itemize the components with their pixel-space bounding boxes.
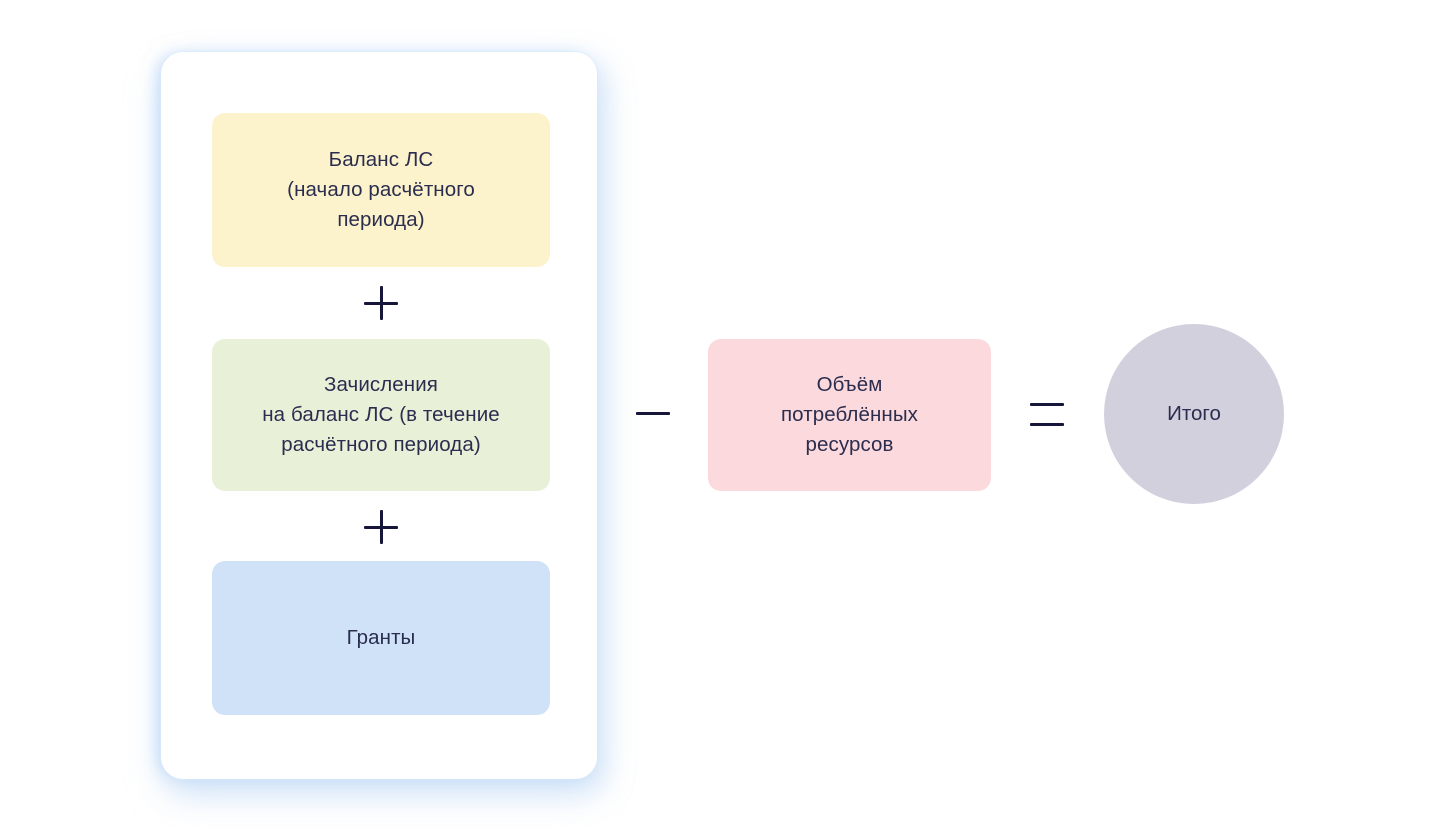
node-balance[interactable]: Баланс ЛС (начало расчётного периода) bbox=[212, 113, 550, 267]
node-consumed-resources[interactable]: Объём потреблённых ресурсов bbox=[708, 339, 991, 491]
plus-icon-1 bbox=[364, 286, 398, 320]
node-credits[interactable]: Зачисления на баланс ЛС (в течение расчё… bbox=[212, 339, 550, 491]
plus-icon-2 bbox=[364, 510, 398, 544]
node-grants[interactable]: Гранты bbox=[212, 561, 550, 715]
node-total[interactable]: Итого bbox=[1104, 324, 1284, 504]
minus-icon bbox=[636, 412, 670, 415]
equals-icon bbox=[1030, 403, 1064, 426]
